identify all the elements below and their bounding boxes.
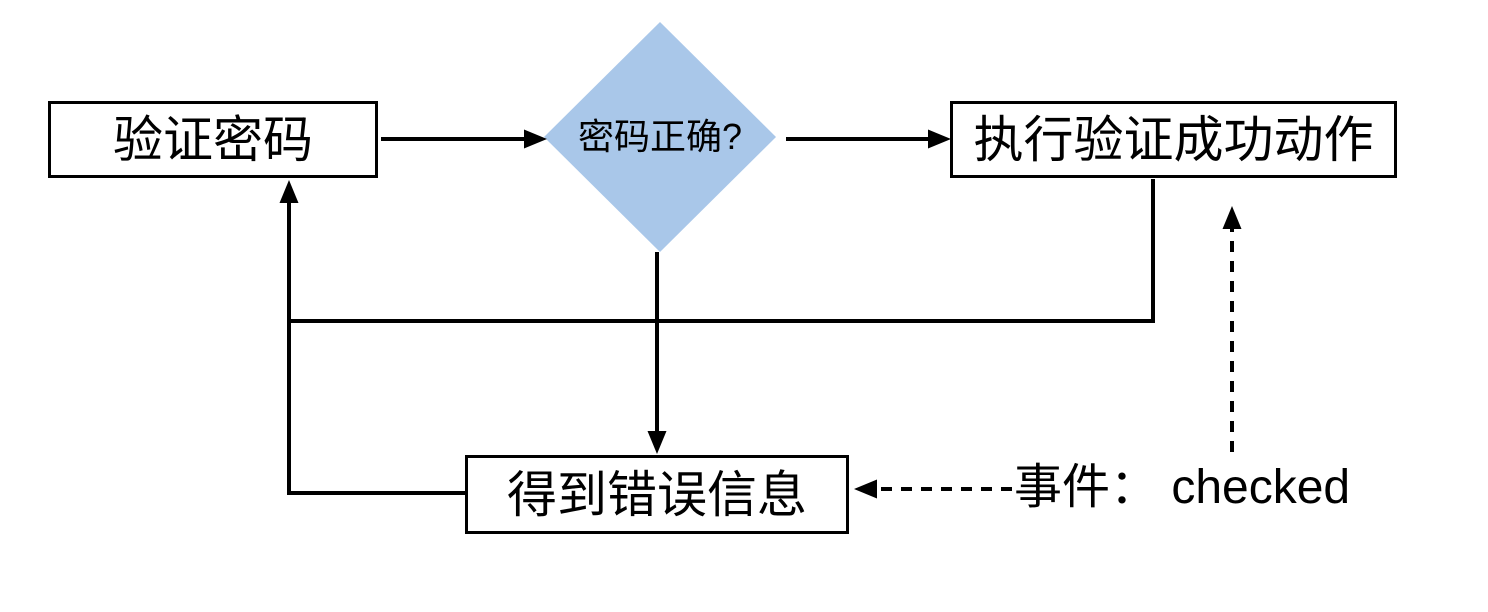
decision-text: 密码正确? [577, 116, 743, 157]
arrowhead-loopback-to-verify-icon [279, 180, 299, 203]
edge-success-loopback [287, 179, 1155, 323]
node-error-message-label: 得到错误信息 [507, 466, 807, 523]
node-verify-password-label: 验证密码 [113, 111, 313, 168]
arrowhead-verify-to-decision-icon [524, 129, 547, 149]
arrowhead-event-to-success-icon [1222, 206, 1242, 229]
arrowhead-decision-to-success-icon [928, 129, 951, 149]
node-success-action-label: 执行验证成功动作 [973, 111, 1374, 168]
node-verify-password: 验证密码 [48, 101, 378, 178]
event-checked-text: 事件： checked [1014, 461, 1351, 514]
decision-diamond-shape [544, 22, 776, 252]
node-success-action: 执行验证成功动作 [950, 101, 1397, 178]
edge-error-loopback [287, 200, 465, 495]
event-checked-annotation: 事件： checked [1014, 459, 1350, 517]
node-error-message: 得到错误信息 [465, 455, 849, 534]
arrowhead-event-to-error-icon [854, 479, 877, 499]
arrowhead-decision-to-error-icon [647, 431, 667, 454]
node-decision-label: 密码正确? [544, 102, 776, 172]
